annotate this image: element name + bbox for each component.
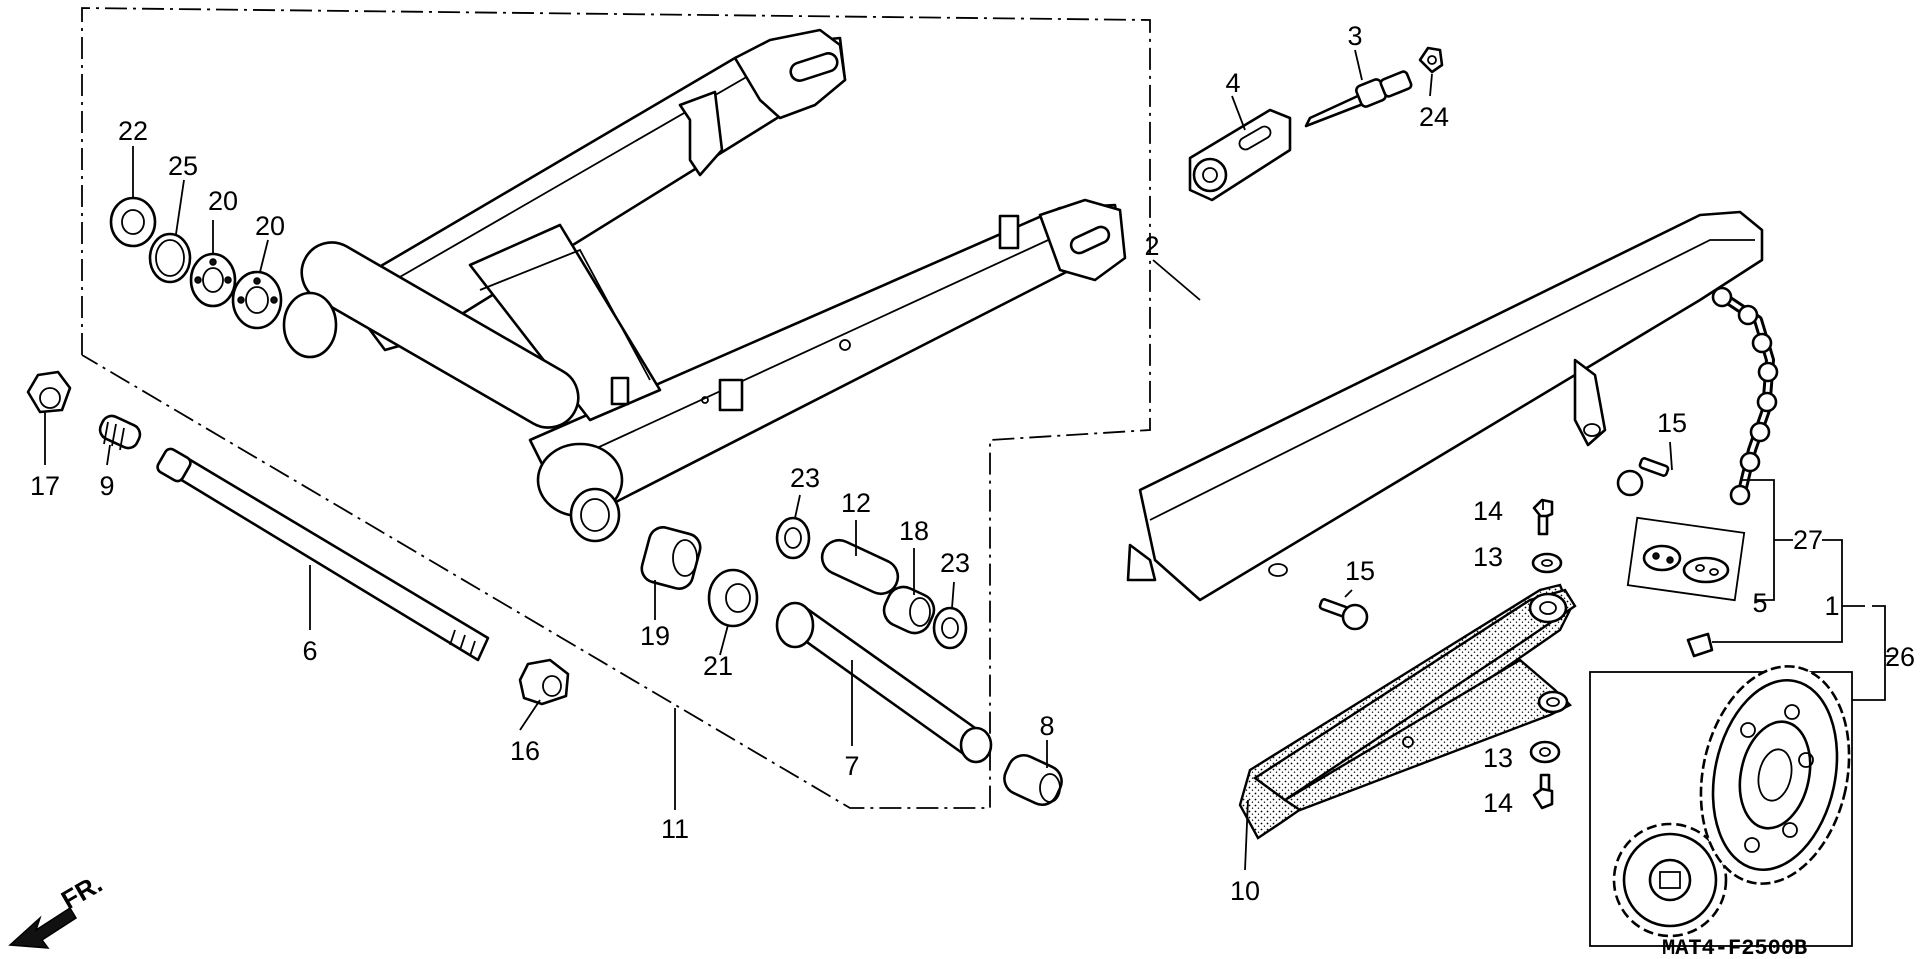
callout-25: 25 [168, 151, 198, 181]
callout-6: 6 [302, 636, 317, 666]
needle-bearing-18[interactable] [879, 582, 939, 639]
callout-2: 2 [1144, 231, 1159, 261]
callout-20b: 20 [255, 211, 285, 241]
callout-24: 24 [1419, 102, 1449, 132]
sprocket-kit-box [1589, 671, 1853, 947]
bearing-20a[interactable] [189, 252, 237, 308]
front-arrow-icon [8, 906, 78, 949]
bolt-15b[interactable] [1318, 598, 1369, 631]
callout-1: 1 [1824, 591, 1839, 621]
swingarm[interactable] [282, 28, 1127, 543]
callout-14a: 14 [1473, 496, 1503, 526]
callout-15b: 15 [1345, 556, 1375, 586]
callout-19: 19 [640, 621, 670, 651]
callout-15a: 15 [1657, 408, 1687, 438]
front-label: FR. [56, 868, 107, 915]
callout-13a: 13 [1473, 542, 1503, 572]
dust-seal-21[interactable] [707, 568, 759, 628]
callout-17: 17 [30, 471, 60, 501]
bolt-14b[interactable] [1532, 773, 1554, 810]
dust-seal-22[interactable] [109, 196, 157, 248]
front-direction-indicator: FR. [8, 868, 107, 949]
callout-labels: 1 2 3 4 5 6 7 8 9 10 11 12 13 13 14 14 1… [30, 21, 1915, 906]
bolt-15a[interactable] [1616, 457, 1670, 497]
collar-8[interactable] [999, 750, 1067, 810]
drive-chain-27[interactable] [1711, 286, 1779, 506]
callout-3: 3 [1347, 21, 1362, 51]
callout-8: 8 [1039, 711, 1054, 741]
callout-11: 11 [661, 814, 689, 844]
callout-4: 4 [1225, 68, 1240, 98]
pivot-nut-17[interactable] [26, 370, 72, 414]
callout-21: 21 [703, 651, 733, 681]
washer-13b[interactable] [1529, 740, 1561, 764]
chain-adjuster-4[interactable] [1188, 108, 1292, 202]
callout-5: 5 [1752, 588, 1767, 618]
callout-9: 9 [99, 471, 114, 501]
bearing-20b[interactable] [231, 270, 283, 330]
driven-sprocket[interactable] [1682, 652, 1869, 897]
callout-27: 27 [1793, 525, 1823, 555]
dust-seal-23b[interactable] [932, 606, 968, 650]
lock-nut-24[interactable] [1418, 46, 1444, 74]
callout-12: 12 [841, 488, 871, 518]
callout-7: 7 [844, 751, 859, 781]
drive-sprocket[interactable] [1612, 822, 1728, 938]
adjusting-bolt-9[interactable] [97, 413, 143, 452]
circlip-25[interactable] [148, 232, 192, 284]
pivot-nut-16[interactable] [518, 658, 570, 706]
callout-23b: 23 [940, 548, 970, 578]
washer-13a[interactable] [1531, 552, 1563, 574]
callout-22: 22 [118, 116, 148, 146]
callout-23a: 23 [790, 463, 820, 493]
callout-13b: 13 [1483, 743, 1513, 773]
chain-slider-10[interactable] [1238, 583, 1577, 840]
chain-case-2[interactable] [1126, 210, 1764, 602]
adjusting-bolt-3[interactable] [1304, 70, 1413, 128]
callout-14b: 14 [1483, 788, 1513, 818]
pivot-collar-7[interactable] [775, 601, 993, 764]
collar-12[interactable] [817, 535, 904, 600]
chain-clip[interactable] [1686, 632, 1714, 658]
master-link-5[interactable] [1626, 516, 1746, 602]
callout-16: 16 [510, 736, 540, 766]
callout-10: 10 [1230, 876, 1260, 906]
swingarm-assembly-boundary [81, 7, 1151, 809]
diagram-part-code: MAT4-F2500B [1662, 936, 1807, 959]
callout-18: 18 [899, 516, 929, 546]
needle-bearing-19[interactable] [639, 524, 704, 592]
callout-20a: 20 [208, 186, 238, 216]
leader-lines [44, 49, 1895, 871]
pivot-bolt-6[interactable] [155, 447, 490, 662]
callout-26: 26 [1885, 642, 1915, 672]
dust-seal-23a[interactable] [775, 516, 811, 560]
